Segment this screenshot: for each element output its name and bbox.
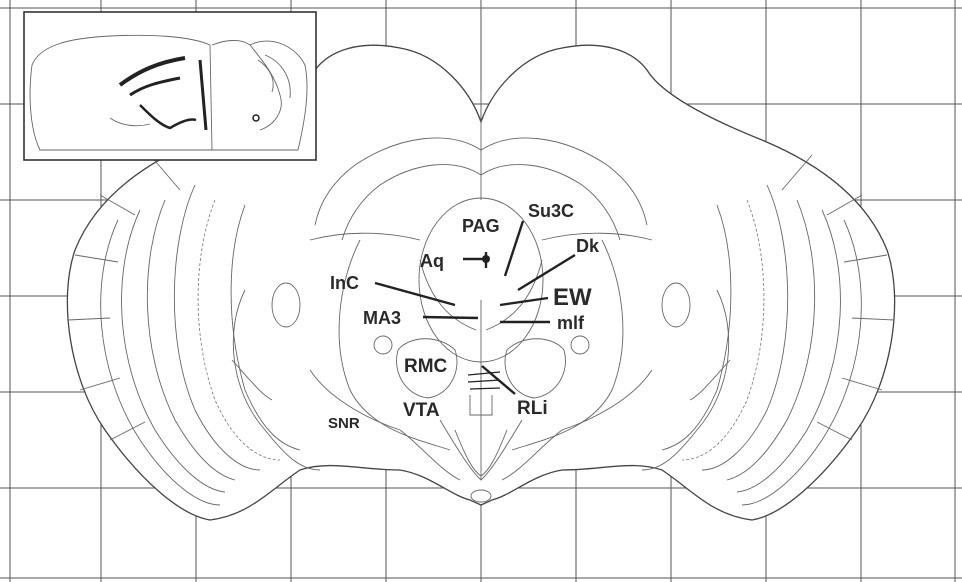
label-pag: PAG [462,216,500,236]
label-ma3: MA3 [363,308,401,328]
leader-ma3 [423,317,478,318]
label-ew: EW [553,284,592,311]
label-snr: SNR [328,415,360,432]
sagittal-inset [24,12,316,160]
label-vta: VTA [403,400,440,421]
label-aq: Aq [420,251,444,271]
label-mlf: mlf [557,313,585,333]
label-rmc: RMC [404,356,448,377]
label-inc: InC [330,273,359,293]
label-dk: Dk [576,236,600,256]
label-rli: RLi [517,398,548,419]
label-su3c: Su3C [528,201,574,221]
